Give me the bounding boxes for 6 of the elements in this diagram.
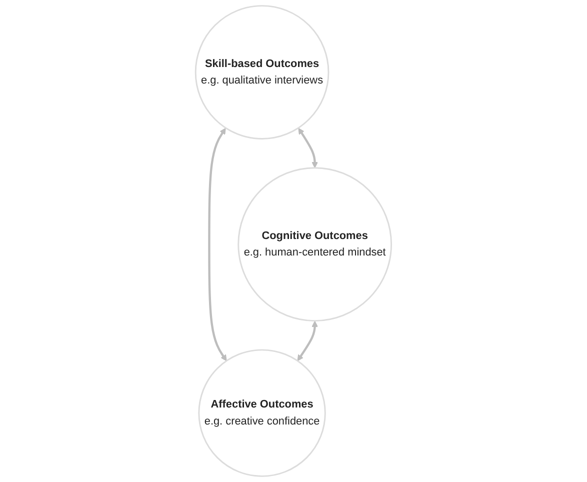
arrow xyxy=(298,128,318,168)
node-circle: Cognitive Outcomes e.g. human-centered mindset xyxy=(238,167,392,322)
node-circle: Skill-based Outcomes e.g. qualitative interviews xyxy=(194,5,330,140)
arrow xyxy=(297,320,318,362)
node-circle: Affective Outcomes e.g. creative confidence xyxy=(198,349,326,477)
arrow xyxy=(208,128,227,362)
